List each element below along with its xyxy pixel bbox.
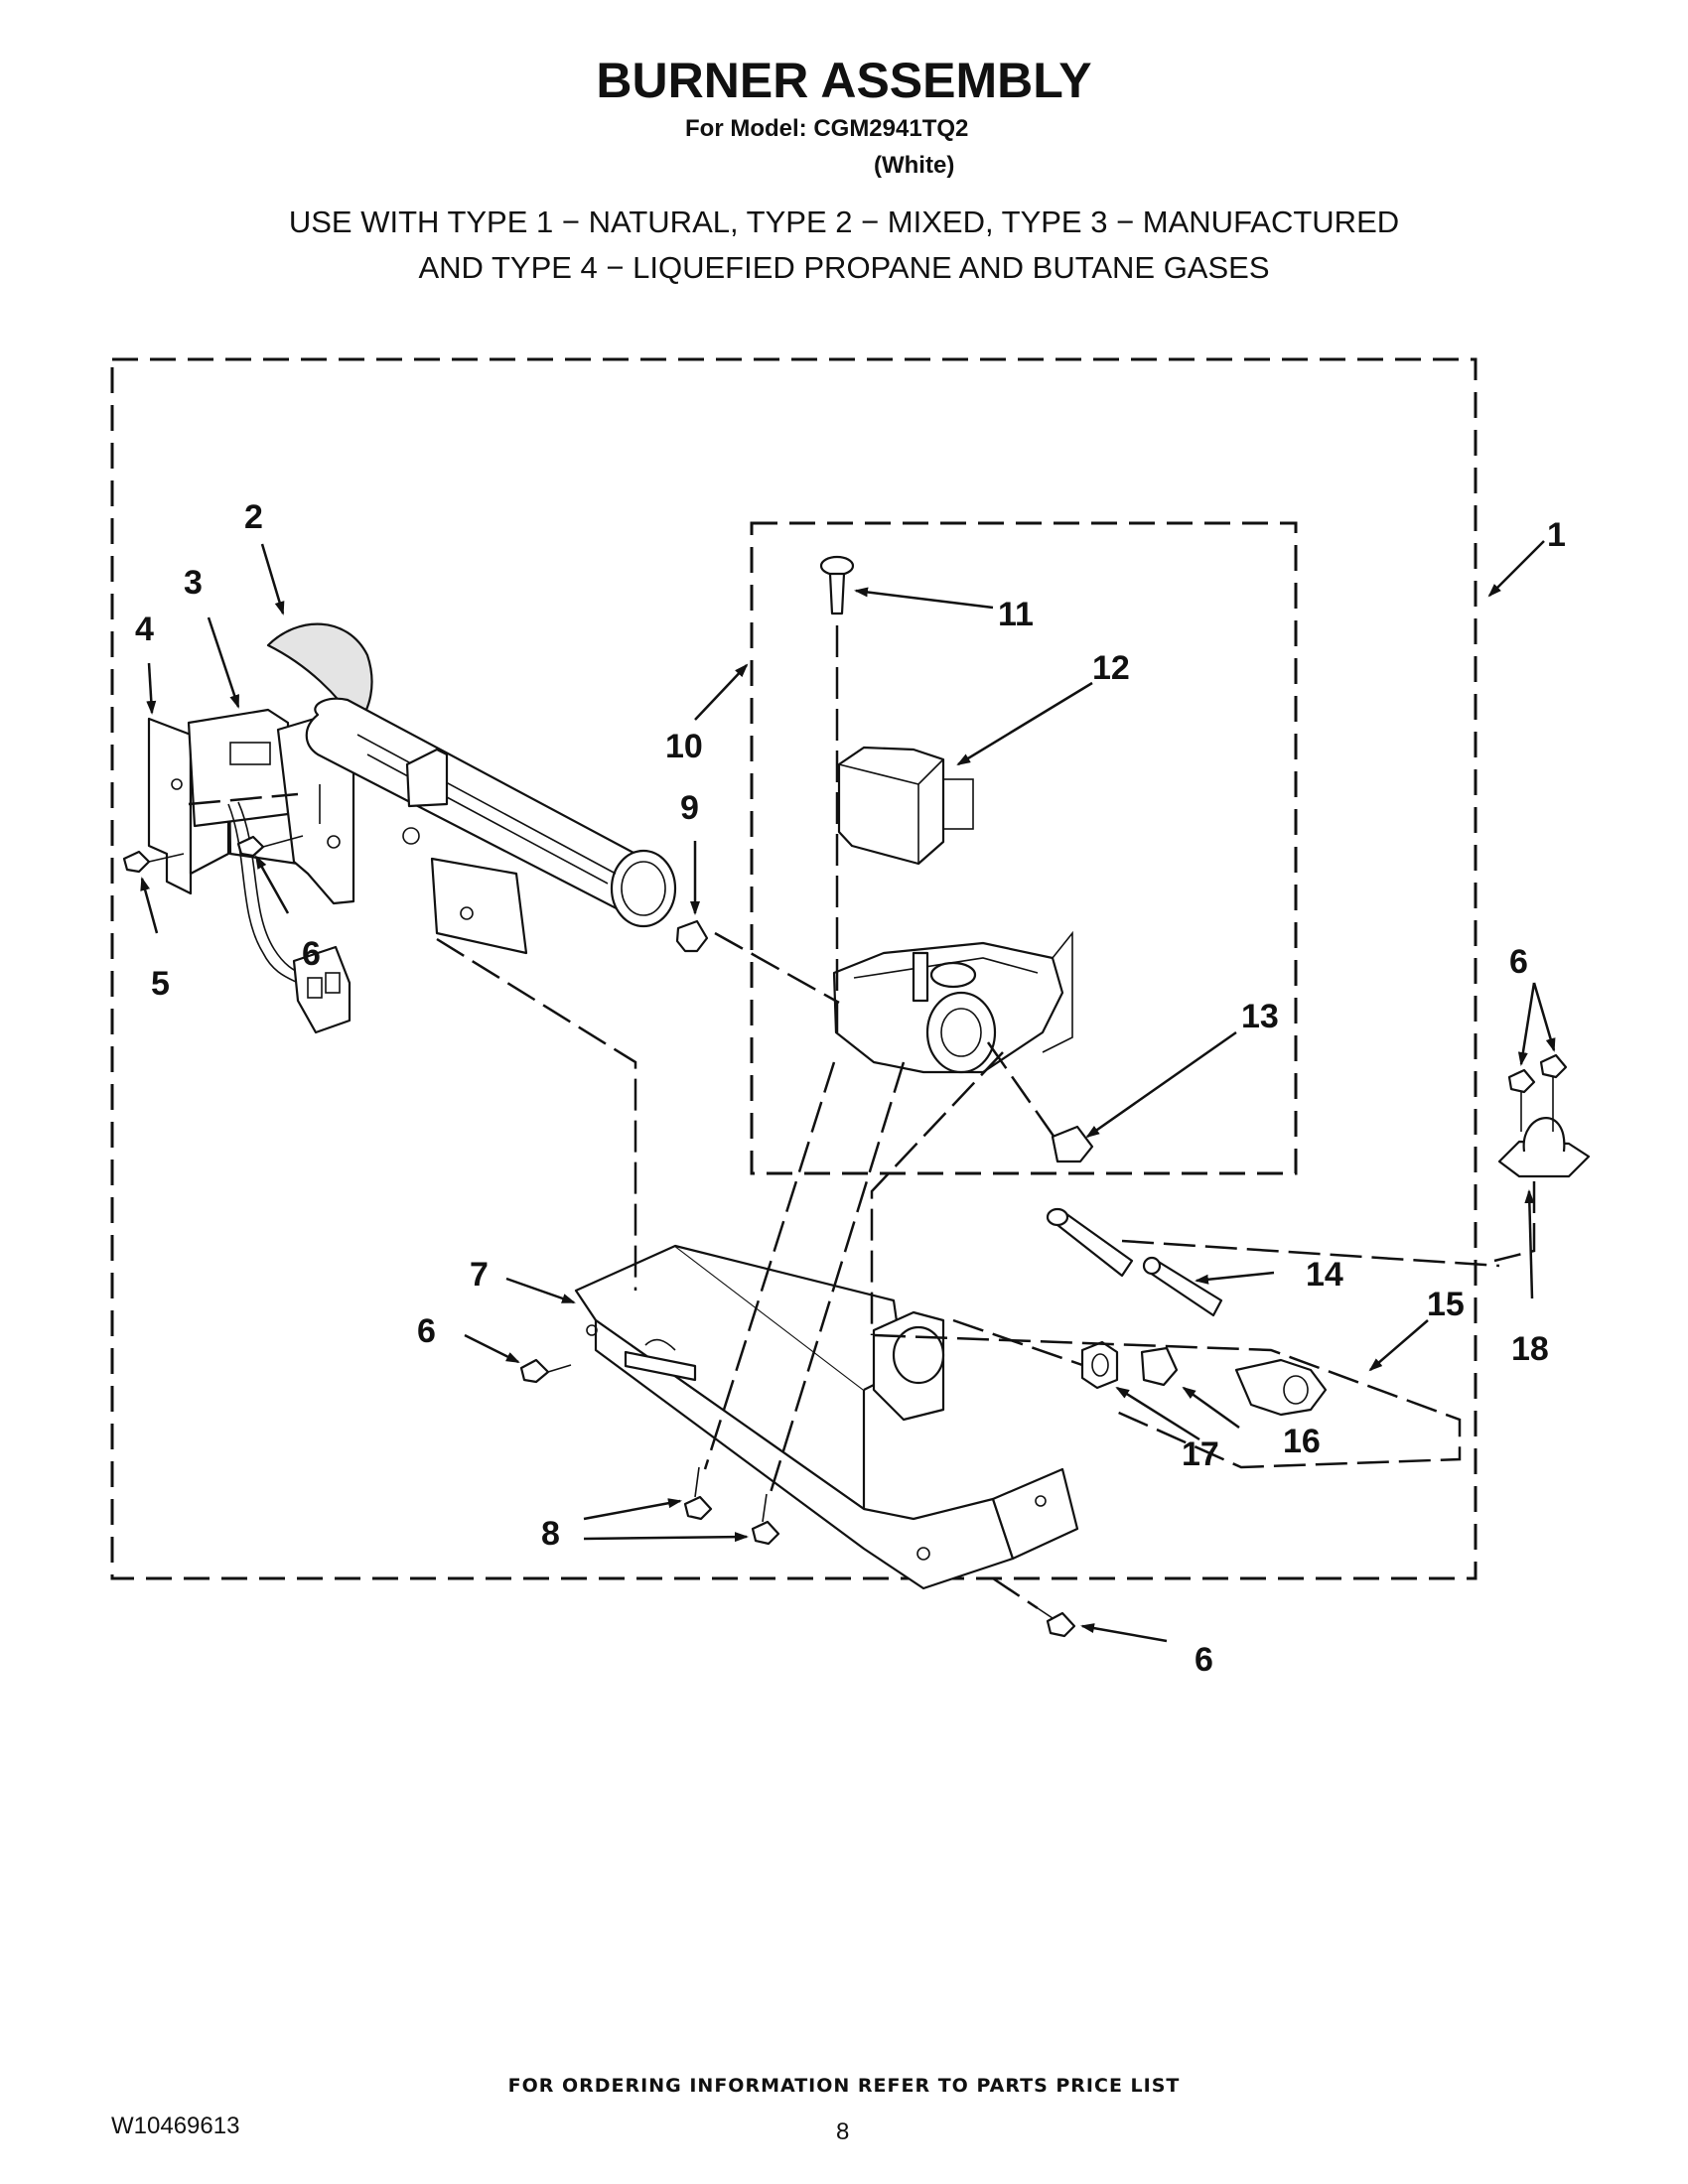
callout-11: 11 — [998, 596, 1034, 633]
callout-9: 9 — [680, 789, 699, 827]
screw-6-left — [236, 835, 304, 858]
gas-valve — [832, 930, 1073, 1074]
burner-bracket — [574, 1244, 1079, 1590]
igniter-sleeve — [1142, 1256, 1223, 1317]
model-line: For Model: CGM2941TQ2 — [685, 115, 969, 142]
usage-line-1: USE WITH TYPE 1 − NATURAL, TYPE 2 − MIXE… — [288, 205, 1400, 239]
document-number: W10469613 — [111, 2113, 240, 2139]
callout-arrows — [140, 540, 1556, 1643]
pipe-clamp — [1497, 1117, 1591, 1178]
burner-tube — [266, 622, 677, 928]
callout-1: 1 — [1547, 516, 1566, 554]
pipe-nut — [1080, 1340, 1119, 1390]
callout-7: 7 — [470, 1256, 489, 1294]
screw-8-right — [751, 1493, 780, 1546]
pipe-fitting — [1140, 1346, 1179, 1387]
screw-6-right-a — [1507, 1068, 1536, 1132]
callout-6-left: 6 — [302, 935, 321, 973]
callout-3: 3 — [184, 564, 203, 602]
callout-6-right: 6 — [1509, 943, 1528, 981]
callout-8: 8 — [541, 1515, 560, 1553]
screw-6-right-b — [1539, 1053, 1568, 1132]
screw-6-bottom — [1037, 1607, 1076, 1638]
page-title: BURNER ASSEMBLY — [596, 53, 1092, 108]
inlet-plug — [1051, 1125, 1094, 1163]
assembly-boundary — [110, 357, 1477, 1580]
callout-13: 13 — [1241, 998, 1279, 1035]
page-number: 8 — [836, 2118, 850, 2145]
ordering-note: FOR ORDERING INFORMATION REFER TO PARTS … — [507, 2075, 1181, 2097]
screw-6-bracket — [519, 1358, 572, 1384]
solenoid-coil — [837, 746, 974, 866]
shield-plate — [187, 708, 290, 828]
callout-16: 16 — [1283, 1423, 1321, 1460]
flame-sensor-tube — [1046, 1207, 1134, 1278]
callout-17: 17 — [1182, 1435, 1219, 1473]
gas-line-assembly — [1234, 1358, 1328, 1417]
orifice — [675, 919, 709, 953]
callout-2: 2 — [244, 498, 263, 536]
screw-5 — [122, 850, 185, 874]
callout-14: 14 — [1306, 1256, 1343, 1294]
callout-15: 15 — [1427, 1286, 1465, 1323]
callout-10: 10 — [665, 728, 703, 765]
callout-labels: 1 2 3 4 5 6 6 6 6 7 8 9 10 11 12 13 14 1… — [135, 498, 1566, 1679]
callout-6-bottom: 6 — [1195, 1641, 1213, 1679]
callout-5: 5 — [151, 965, 170, 1003]
callout-4: 4 — [135, 611, 154, 648]
callout-18: 18 — [1511, 1330, 1549, 1368]
valve-subassembly-boundary — [750, 521, 1298, 1175]
callout-12: 12 — [1092, 649, 1130, 687]
usage-line-2: AND TYPE 4 − LIQUEFIED PROPANE AND BUTAN… — [418, 250, 1270, 285]
alignment-lines — [188, 625, 1536, 1610]
valve-screw — [819, 555, 855, 615]
color-line: (White) — [874, 152, 955, 179]
screw-8-left — [683, 1466, 713, 1521]
burner-mount-plate — [430, 857, 528, 955]
callout-6-bracket: 6 — [417, 1312, 436, 1350]
